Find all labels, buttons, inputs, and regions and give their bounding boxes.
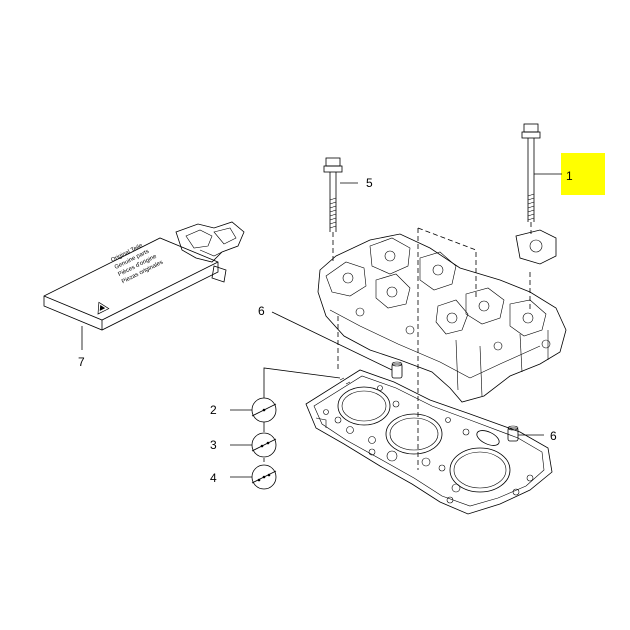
callout-1-highlight — [561, 153, 605, 195]
leader-6-top — [271, 311, 393, 371]
deutz-logo-icon — [97, 301, 110, 315]
callout-6-right[interactable]: 6 — [550, 429, 557, 443]
parts-package[interactable]: Original Teile Genuine parts Pièces d'or… — [43, 221, 245, 350]
callout-2[interactable]: 2 — [210, 403, 217, 417]
cylinder-head-bolt-long[interactable] — [521, 123, 562, 234]
cylinder-head-bolt-short[interactable] — [323, 157, 358, 262]
thickness-mark-3-icon — [230, 464, 277, 490]
packaged-items — [175, 221, 245, 283]
cylinder-head[interactable] — [317, 227, 567, 470]
dowel-pin-top[interactable] — [391, 361, 403, 379]
thickness-mark-1-icon — [230, 397, 277, 423]
dowel-pin-right[interactable] — [507, 425, 544, 442]
callout-1[interactable]: 1 — [566, 169, 573, 183]
callout-7[interactable]: 7 — [78, 355, 85, 369]
callout-6-top[interactable]: 6 — [258, 304, 265, 318]
thickness-mark-2-icon — [230, 432, 277, 458]
callout-5[interactable]: 5 — [366, 176, 373, 190]
callout-4[interactable]: 4 — [210, 471, 217, 485]
gasket-thickness-indicators[interactable] — [230, 367, 341, 490]
cylinder-head-gasket[interactable] — [305, 369, 553, 515]
callout-3[interactable]: 3 — [210, 438, 217, 452]
